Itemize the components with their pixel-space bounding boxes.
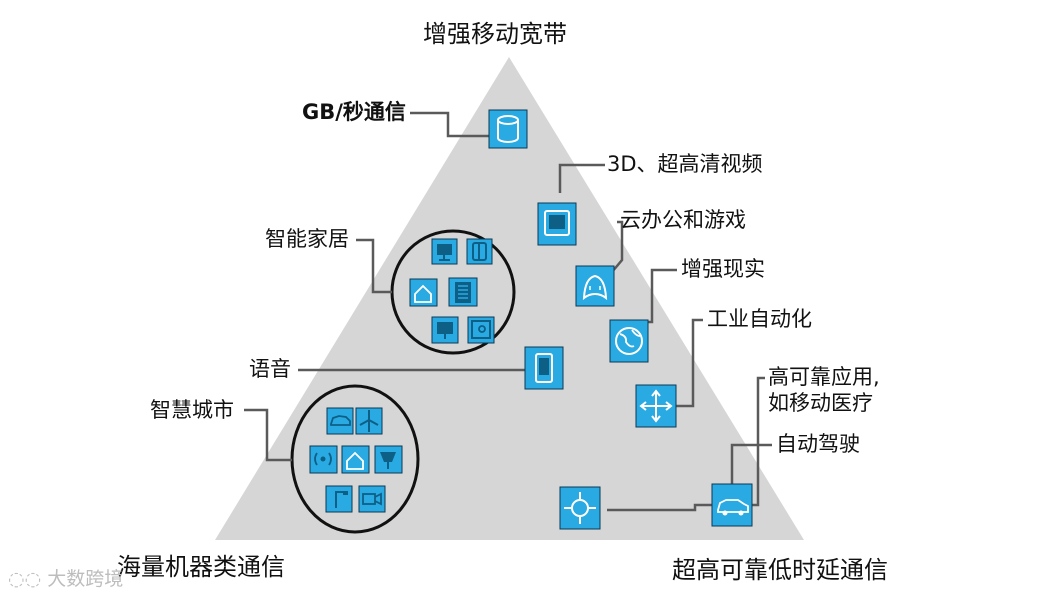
safe-icon xyxy=(467,316,495,344)
gamepad-icon xyxy=(575,265,615,307)
house-icon xyxy=(409,278,438,307)
tv-icon xyxy=(431,316,459,344)
label-voice: 语音 xyxy=(249,357,291,381)
camera-icon xyxy=(358,485,386,513)
voice-phone-icon xyxy=(524,346,564,390)
street-light-icon xyxy=(325,485,353,513)
solar-panel-icon xyxy=(374,445,403,474)
label-industry: 工业自动化 xyxy=(707,307,812,331)
watermark-text: 大数跨境 xyxy=(47,568,124,590)
globe-icon xyxy=(609,319,649,363)
leader-cloud xyxy=(611,220,624,273)
building-icon xyxy=(448,277,478,307)
monitor-icon xyxy=(431,238,458,265)
signal-icon xyxy=(309,445,338,474)
label-smarthome: 智能家居 xyxy=(265,227,349,251)
leader-video xyxy=(558,163,605,193)
leader-smarthome xyxy=(356,238,392,294)
corner-top-embb: 增强移动宽带 xyxy=(423,20,567,48)
label-reliable-1: 高可靠应用, xyxy=(768,365,880,389)
label-gb: GB/秒通信 xyxy=(302,100,406,124)
label-cloud: 云办公和游戏 xyxy=(620,208,746,232)
car-icon xyxy=(711,483,753,527)
leader-autodrive xyxy=(730,443,772,484)
corner-bottom-left-mmtc: 海量机器类通信 xyxy=(117,553,285,581)
label-autodrive: 自动驾驶 xyxy=(776,432,860,456)
label-video: 3D、超高清视频 xyxy=(607,152,763,176)
fridge-icon xyxy=(466,238,493,265)
label-gb-text: GB/秒通信 xyxy=(302,100,406,124)
leader-industry xyxy=(676,318,703,408)
video-tablet-icon xyxy=(537,202,577,246)
city-car-icon xyxy=(326,407,354,435)
leader-gb xyxy=(410,111,489,138)
medical-cross-icon xyxy=(559,486,601,530)
leader-lines xyxy=(244,111,772,512)
leader-smartcity xyxy=(244,408,292,462)
label-reliable-2: 如移动医疗 xyxy=(768,391,873,415)
label-ar: 增强现实 xyxy=(681,257,765,281)
watermark-logo-icon: ◌◌ xyxy=(8,568,48,590)
watermark: ◌◌ 大数跨境 xyxy=(8,564,123,591)
gb-database-icon xyxy=(488,109,528,149)
corner-bottom-right-urllc: 超高可靠低时延通信 xyxy=(672,556,888,584)
city-house-icon xyxy=(341,445,370,474)
industry-arrows-icon xyxy=(635,384,677,428)
label-smartcity: 智慧城市 xyxy=(150,398,234,422)
wind-turbine-icon xyxy=(355,407,383,435)
